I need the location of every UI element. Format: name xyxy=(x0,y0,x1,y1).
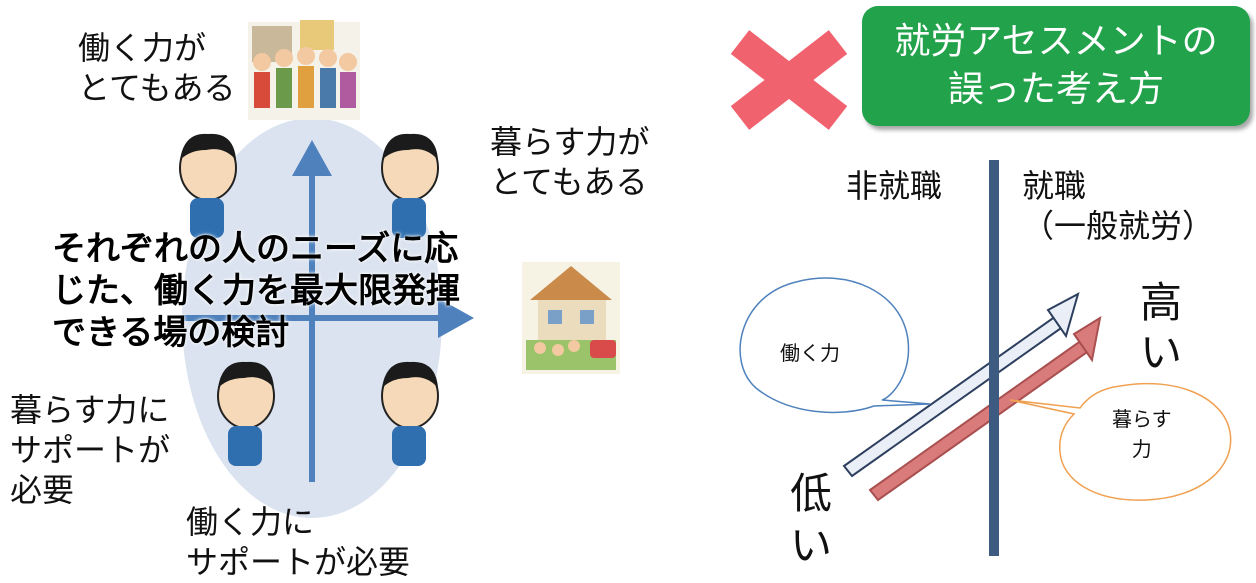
house-illustration xyxy=(522,262,620,374)
center-statement: それぞれの人のニーズに応 じた、働く力を最大限発揮 できる場の検討 xyxy=(52,229,460,353)
life-ability-callout xyxy=(1009,382,1232,501)
life-ability-callout-text: 暮らす 力 xyxy=(1112,407,1172,461)
life-support-needed-label: 暮らす力に サポートが 必要 xyxy=(10,391,171,509)
low-label: 低 い xyxy=(790,469,833,570)
employment-boundary-bar xyxy=(989,160,999,556)
person-bottom-left xyxy=(217,361,275,466)
non-employment-label: 非就職 xyxy=(846,167,943,205)
strong-work-ability-label: 働く力が とてもある xyxy=(78,29,236,107)
workers-illustration xyxy=(248,20,360,120)
high-label: 高 い xyxy=(1140,278,1183,377)
title-line-1: 就労アセスメントの xyxy=(894,21,1218,62)
horizontal-axis-arrowhead xyxy=(438,298,474,338)
cross-mark-icon xyxy=(730,30,848,130)
person-top-right xyxy=(381,133,439,238)
title-line-2: 誤った考え方 xyxy=(947,69,1164,110)
title-box: 就労アセスメントの 誤った考え方 xyxy=(862,6,1250,126)
person-bottom-right xyxy=(381,361,439,466)
employment-label: 就職 （一般就労） xyxy=(1022,167,1215,245)
strong-life-ability-label: 暮らす力が とてもある xyxy=(490,123,650,201)
work-ability-arrow xyxy=(842,292,1080,478)
vertical-axis-arrowhead xyxy=(292,140,332,176)
work-support-needed-label: 働く力に サポートが必要 xyxy=(186,503,411,581)
life-ability-arrow xyxy=(868,315,1102,502)
work-ability-callout-text: 働く力 xyxy=(780,341,840,365)
person-top-left xyxy=(179,133,237,238)
work-ability-callout xyxy=(739,277,931,414)
